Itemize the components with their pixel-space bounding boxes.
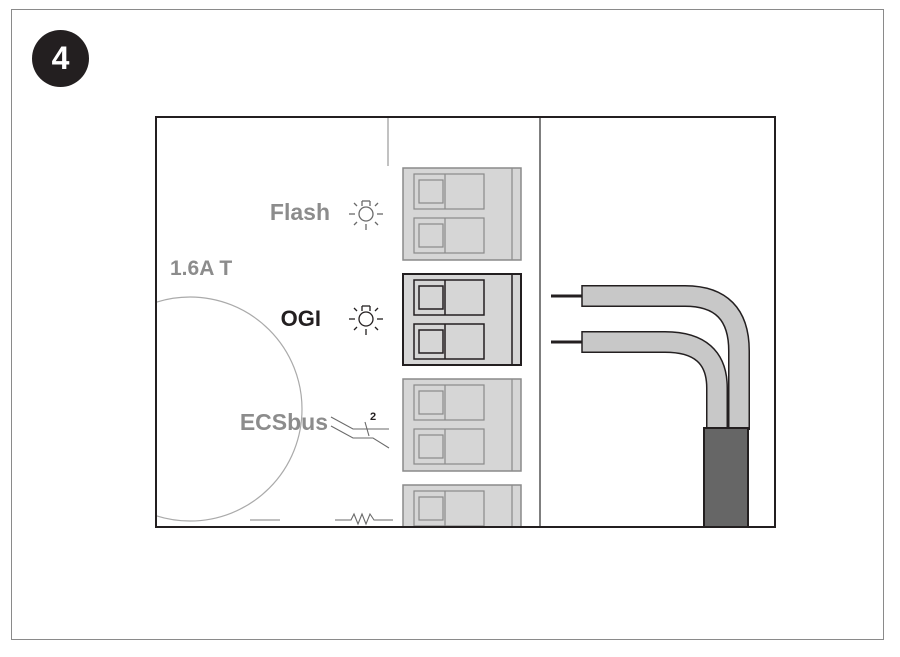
terminal-block-ecsbus xyxy=(402,378,522,472)
two-wire-cable xyxy=(551,285,750,527)
ecsbus-label: ECSbus xyxy=(240,409,328,435)
ogi-label: OGI xyxy=(281,306,321,331)
detail-frame xyxy=(155,116,776,528)
step-number-badge: 4 xyxy=(32,30,89,87)
terminal-block-ogi xyxy=(402,273,522,366)
bus-connection-icon xyxy=(330,416,390,449)
figure-frame xyxy=(11,9,884,640)
lamp-icon xyxy=(349,200,383,230)
ecsbus-pin-count: 2 xyxy=(370,411,376,423)
fuse-circle-outline xyxy=(156,296,303,522)
lamp-icon xyxy=(349,305,383,335)
resistor-icon xyxy=(335,512,393,526)
flash-label: Flash xyxy=(270,199,330,225)
terminal-block-flash xyxy=(402,167,522,261)
terminal-block-partial xyxy=(402,484,522,527)
fuse-rating-label: 1.6A T xyxy=(170,257,232,280)
wiring-diagram: 2 Flash 1.6A T OGI ECSbus xyxy=(155,116,776,528)
